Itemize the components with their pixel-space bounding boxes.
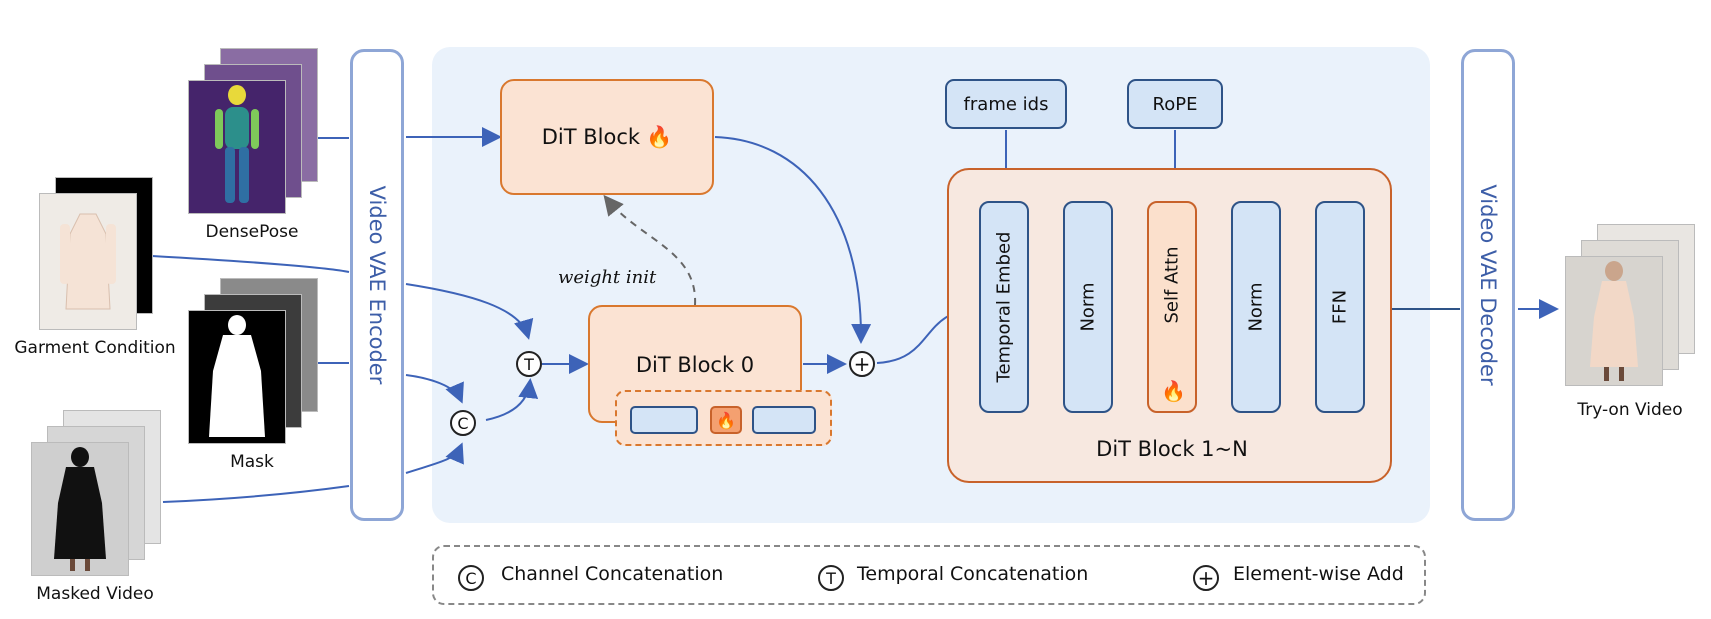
mask-silhouette-icon [209, 315, 265, 437]
ffn-layer: FFN [1315, 201, 1365, 413]
norm-label-2: Norm [1245, 282, 1267, 332]
dit-block-top: DiT Block 🔥 [500, 79, 714, 195]
garment-image [39, 193, 137, 330]
temporal-embed-layer: Temporal Embed [979, 201, 1029, 413]
dit-block-top-label: DiT Block [541, 125, 641, 149]
self-attn-layer: Self Attn 🔥 [1147, 201, 1197, 413]
mask-to-channel-arrow [405, 374, 464, 404]
channel-to-temporal-arrow [485, 378, 539, 421]
mask-frame-1 [188, 310, 286, 444]
temporal-concat-symbol: T [516, 351, 542, 377]
norm-layer-1: Norm [1063, 201, 1113, 413]
adapter-token-trainable: 🔥 [710, 406, 742, 434]
norm-label-1: Norm [1077, 282, 1099, 332]
weight-init-label: weight init [558, 267, 657, 288]
masked-video-to-encoder-line [162, 485, 350, 503]
fire-icon: 🔥 [1161, 379, 1186, 403]
self-attn-label: Self Attn [1161, 246, 1183, 324]
legend-box [432, 545, 1426, 605]
rope-box: RoPE [1127, 79, 1223, 129]
dit-block-0-label: DiT Block 0 [635, 353, 755, 377]
temporal-embed-label: Temporal Embed [993, 231, 1015, 383]
frame-ids-box: frame ids [945, 79, 1067, 129]
masked-video-frame-1 [31, 442, 129, 576]
adapter-token-left [630, 406, 698, 434]
legend-add-text: Element-wise Add [1233, 563, 1404, 585]
mask-label: Mask [230, 452, 274, 472]
video-vae-decoder: Video VAE Decoder [1461, 49, 1515, 521]
dit-top-to-add-arrow [714, 136, 872, 344]
video-vae-encoder: Video VAE Encoder [350, 49, 404, 521]
encoder-label: Video VAE Encoder [365, 185, 389, 385]
legend-add-symbol: + [1193, 565, 1219, 591]
garment-dress-icon [60, 213, 116, 310]
fire-icon: 🔥 [716, 410, 736, 430]
ffn-label: FFN [1329, 289, 1351, 325]
element-add-symbol: + [849, 351, 875, 377]
legend-channel-symbol: C [458, 565, 484, 591]
legend-temporal-symbol: T [818, 565, 844, 591]
densepose-figure-icon [215, 85, 259, 203]
fire-icon: 🔥 [646, 124, 673, 149]
legend-channel-text: Channel Concatenation [501, 563, 724, 585]
densepose-label: DensePose [205, 222, 299, 242]
weight-init-arrow [603, 194, 697, 306]
masked-person-icon [54, 447, 106, 571]
legend-temporal-text: Temporal Concatenation [857, 563, 1089, 585]
garment-to-encoder-line [151, 255, 350, 273]
garment-label: Garment Condition [14, 338, 176, 358]
channel-concat-symbol: C [450, 410, 476, 436]
norm-layer-2: Norm [1231, 201, 1281, 413]
densepose-frame-1 [188, 80, 286, 214]
output-label: Try-on Video [1577, 400, 1683, 420]
tryon-person-icon [1590, 261, 1638, 381]
masked-video-label: Masked Video [36, 584, 154, 604]
garment-to-temporal-arrow [405, 283, 534, 340]
dit-block-1-n-label: DiT Block 1~N [1096, 437, 1248, 461]
adapter-token-right [752, 406, 816, 434]
decoder-label: Video VAE Decoder [1476, 184, 1500, 386]
output-frame-1 [1565, 256, 1663, 386]
video-to-channel-arrow [405, 442, 464, 474]
